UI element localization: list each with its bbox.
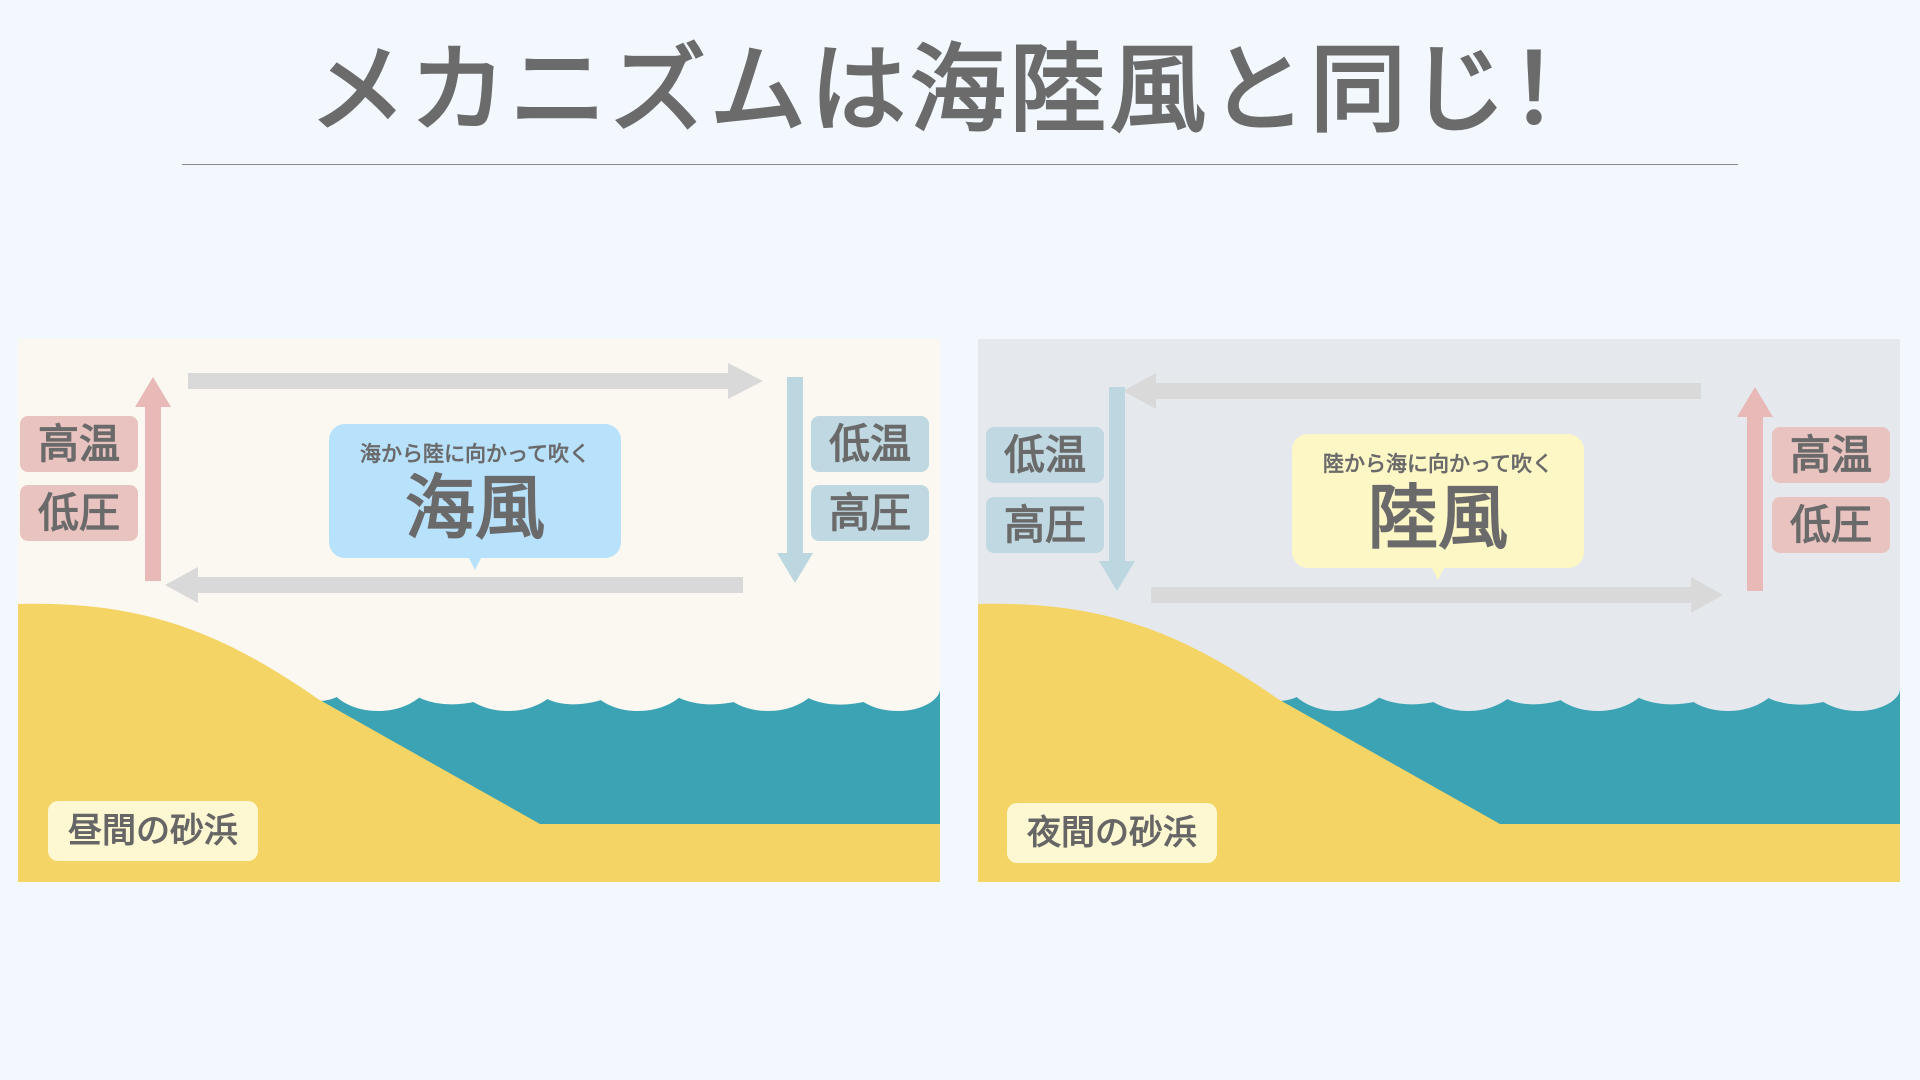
- top-right-arrow: [728, 363, 763, 399]
- day-scene: [18, 363, 940, 882]
- top-left-arrow: [1123, 373, 1156, 409]
- night-right-tag-2: 低圧: [1772, 497, 1890, 553]
- night-scene: [978, 373, 1900, 882]
- bottom-left-arrow: [165, 567, 198, 603]
- day-right-tag-1: 低温: [811, 416, 929, 472]
- day-beach-label: 昼間の砂浜: [48, 801, 258, 861]
- right-up-arrow: [1737, 387, 1773, 417]
- left-up-arrow: [135, 377, 171, 407]
- title-divider: [182, 164, 1738, 165]
- land-breeze-bubble: 陸から海に向かって吹く 陸風: [1292, 434, 1584, 580]
- bubble-tail: [469, 558, 481, 570]
- land-breeze-title: 陸風: [1368, 477, 1508, 559]
- page-title: メカニズムは海陸風と同じ！: [310, 34, 1610, 146]
- wave-caps: [1278, 652, 1900, 711]
- sea-breeze-subtitle: 海から陸に向かって吹く: [360, 442, 590, 466]
- night-left-tag-2: 高圧: [986, 497, 1104, 553]
- wave-caps: [318, 652, 940, 711]
- night-panel: 低温 高圧 高温 低圧 陸から海に向かって吹く 陸風 夜間の砂浜: [978, 339, 1900, 882]
- land-breeze-subtitle: 陸から海に向かって吹く: [1323, 452, 1553, 476]
- day-right-tag-2: 高圧: [811, 485, 929, 541]
- bottom-right-arrow: [1691, 577, 1723, 613]
- left-down-arrow: [1099, 561, 1135, 591]
- night-beach-label: 夜間の砂浜: [1007, 803, 1217, 863]
- night-left-tag-1: 低温: [986, 427, 1104, 483]
- night-right-tag-1: 高温: [1772, 427, 1890, 483]
- day-left-tag-2: 低圧: [20, 485, 138, 541]
- sea-breeze-title: 海風: [405, 467, 545, 549]
- day-left-tag-1: 高温: [20, 416, 138, 472]
- right-down-arrow: [777, 553, 813, 583]
- day-panel: 高温 低圧 低温 高圧 海から陸に向かって吹く 海風 昼間の砂浜: [18, 339, 940, 882]
- sea-breeze-bubble: 海から陸に向かって吹く 海風: [329, 424, 621, 570]
- bubble-tail: [1432, 568, 1444, 580]
